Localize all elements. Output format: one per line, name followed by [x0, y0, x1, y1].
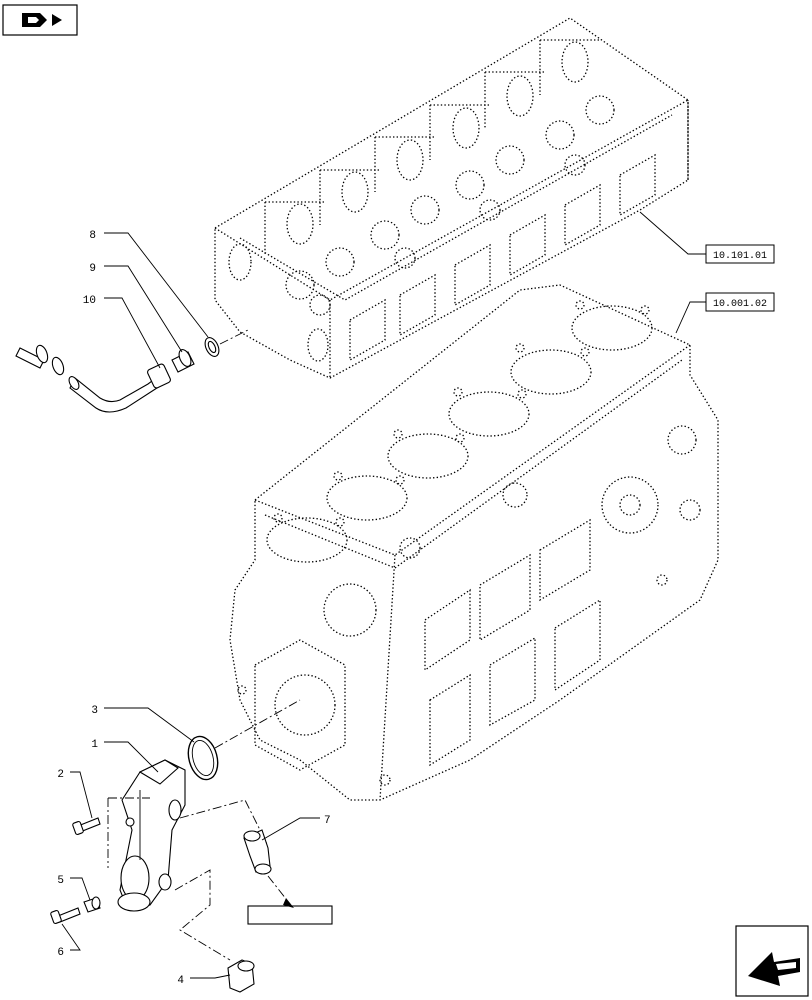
vehicle-nav-icon[interactable] — [2, 4, 78, 36]
callout-9: 9 — [89, 263, 96, 275]
callout-leaders — [61, 232, 320, 979]
next-page-arrow-icon[interactable] — [735, 925, 809, 997]
callout-2: 2 — [57, 769, 64, 781]
ref-cylinder-head-label: 10.101.01 — [713, 251, 767, 262]
ref-engine-block[interactable]: 10.001.02 — [675, 292, 775, 334]
callout-5: 5 — [57, 875, 64, 887]
fitting-7 — [243, 829, 294, 908]
water-pipe-1 — [117, 759, 186, 912]
ref-cylinder-head[interactable]: 10.101.01 — [639, 211, 775, 264]
callout-3: 3 — [91, 705, 98, 717]
centerline-pipe-top — [179, 799, 269, 847]
callout-4: 4 — [177, 975, 184, 987]
ref-engine-block-label: 10.001.02 — [713, 299, 767, 310]
cylinder-head — [214, 17, 689, 379]
bolt-2 — [72, 817, 101, 835]
callout-10: 10 — [83, 295, 96, 307]
callout-8: 8 — [89, 230, 96, 242]
spacer-5 — [83, 896, 101, 913]
pipe-assembly — [15, 329, 249, 413]
plug-4 — [227, 959, 255, 993]
centerline-pipe-bottom — [174, 869, 231, 961]
callout-7: 7 — [324, 815, 331, 827]
engine-block — [229, 284, 719, 801]
callout-1: 1 — [91, 739, 98, 751]
centerline-bolt-2 — [107, 797, 150, 868]
callout-6: 6 — [57, 947, 64, 959]
o-ring-3 — [187, 735, 219, 781]
centerline-o-ring — [214, 699, 301, 749]
bolt-6 — [50, 907, 81, 924]
blank-reference-box[interactable] — [247, 905, 333, 925]
